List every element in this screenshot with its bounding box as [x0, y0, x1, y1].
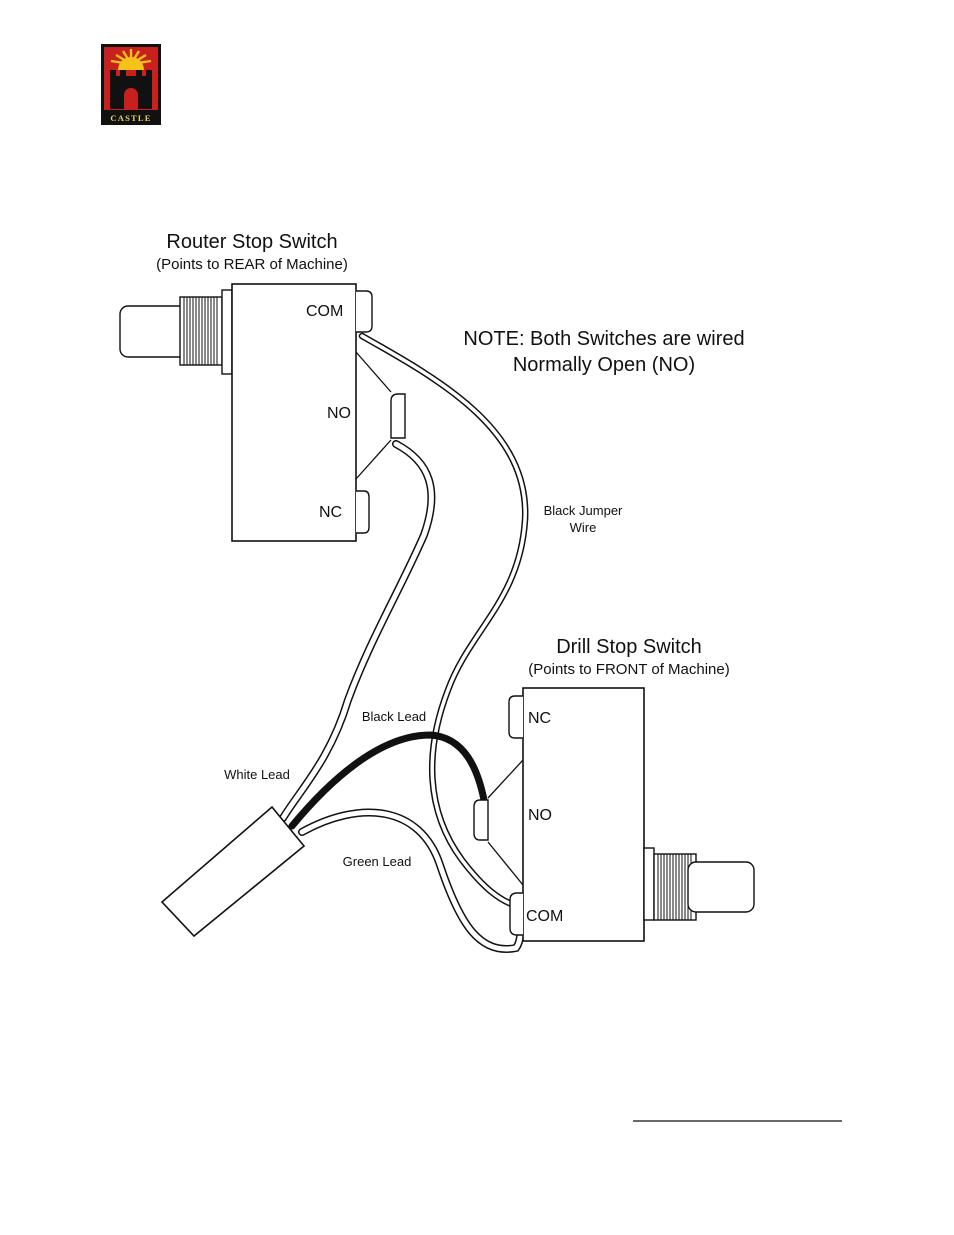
drill-stop-switch: Drill Stop Switch (Points to FRONT of Ma…	[474, 636, 754, 941]
router-com-label: COM	[306, 303, 343, 320]
router-stop-switch: Router Stop Switch (Points to REAR of Ma…	[120, 231, 405, 541]
router-com-terminal	[356, 291, 372, 332]
drill-no-label: NO	[528, 807, 552, 824]
router-nc-terminal	[356, 491, 369, 533]
drill-com-label: COM	[526, 908, 563, 925]
jumper-wire-label-line-1: Black Jumper	[544, 503, 623, 518]
wiring-note: NOTE: Both Switches are wired Normally O…	[463, 328, 744, 376]
router-no-label: NO	[327, 405, 351, 422]
router-switch-title: Router Stop Switch	[166, 231, 337, 253]
drill-nc-terminal	[509, 696, 523, 738]
logo-text: CASTLE	[110, 113, 151, 123]
white-lead-label: White Lead	[224, 767, 290, 782]
note-line-1: NOTE: Both Switches are wired	[463, 328, 744, 350]
drill-switch-title: Drill Stop Switch	[556, 636, 702, 658]
drill-switch-plunger	[688, 862, 754, 912]
router-switch-nut	[222, 290, 232, 374]
router-no-bracket	[356, 352, 391, 479]
drill-com-terminal	[510, 893, 523, 935]
drill-switch-nut	[644, 848, 654, 920]
drill-switch-subtitle: (Points to FRONT of Machine)	[528, 661, 729, 678]
black-lead-label: Black Lead	[362, 709, 426, 724]
router-switch-bushing	[180, 297, 222, 365]
green-lead-label: Green Lead	[343, 854, 412, 869]
router-switch-subtitle: (Points to REAR of Machine)	[156, 256, 348, 273]
router-no-terminal	[391, 394, 405, 438]
router-nc-label: NC	[319, 504, 342, 521]
castle-door	[124, 88, 138, 109]
drill-no-terminal	[474, 800, 488, 840]
note-line-2: Normally Open (NO)	[513, 354, 695, 376]
drill-no-bracket	[488, 760, 523, 885]
drill-nc-label: NC	[528, 710, 551, 727]
jumper-wire-label-line-2: Wire	[570, 520, 597, 535]
wire-connector	[162, 807, 304, 936]
castle-logo: CASTLE	[101, 44, 161, 125]
